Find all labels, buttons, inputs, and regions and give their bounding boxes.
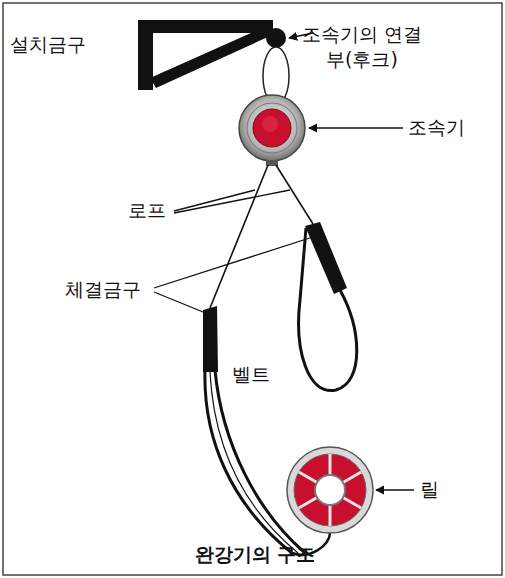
reel bbox=[287, 447, 373, 533]
part-label: 설치금구 bbox=[10, 32, 86, 57]
caption: 완강기의 구조 bbox=[195, 542, 316, 568]
frame bbox=[3, 3, 502, 575]
belt bbox=[203, 222, 357, 555]
part-label: 릴 bbox=[420, 477, 439, 502]
part-label: 조속기의 연결부(후크) bbox=[296, 22, 428, 71]
part-label: 조속기 bbox=[408, 115, 465, 140]
part-label: 체결금구 bbox=[65, 277, 141, 302]
part-label: 벨트 bbox=[232, 362, 270, 387]
rope bbox=[210, 165, 313, 308]
leader-line bbox=[154, 33, 414, 490]
part-label: 로프 bbox=[128, 198, 166, 223]
governor bbox=[239, 95, 305, 166]
